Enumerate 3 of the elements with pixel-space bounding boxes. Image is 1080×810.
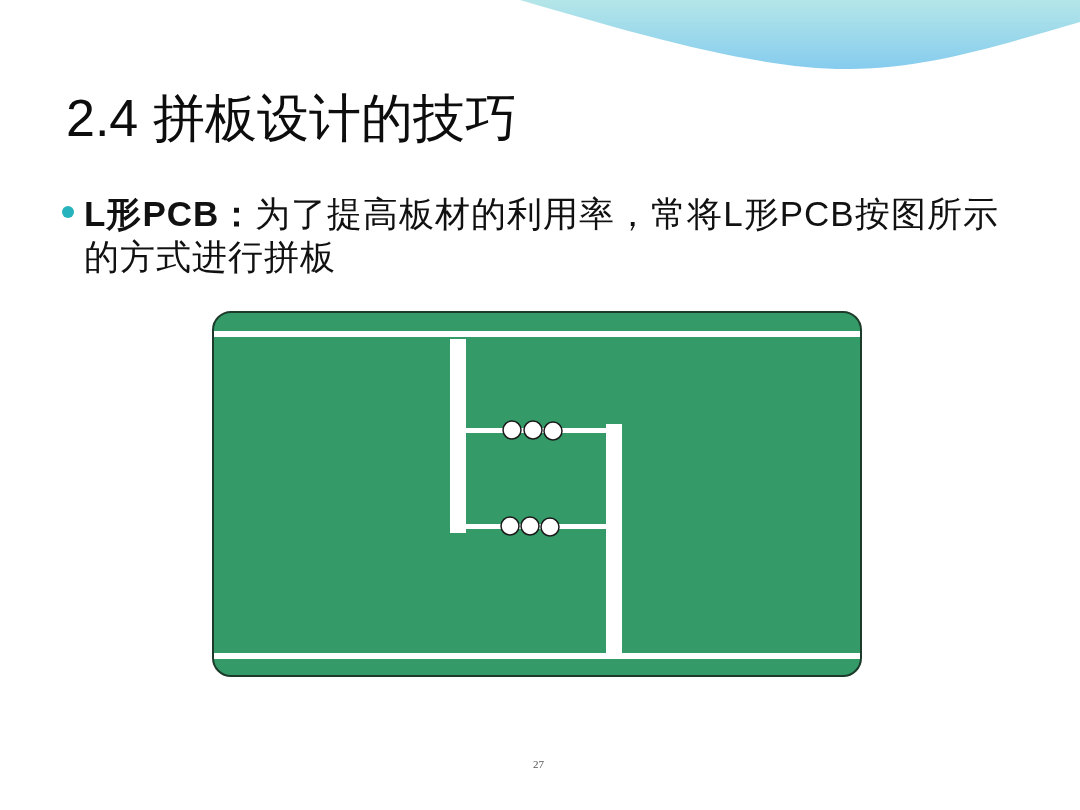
bullet-text: L形PCB：为了提高板材的利用率，常将L形PCB按图所示的方式进行拼板	[84, 193, 1000, 278]
slide-title: 2.4 拼板设计的技巧	[66, 88, 517, 148]
page-number: 27	[533, 758, 544, 771]
